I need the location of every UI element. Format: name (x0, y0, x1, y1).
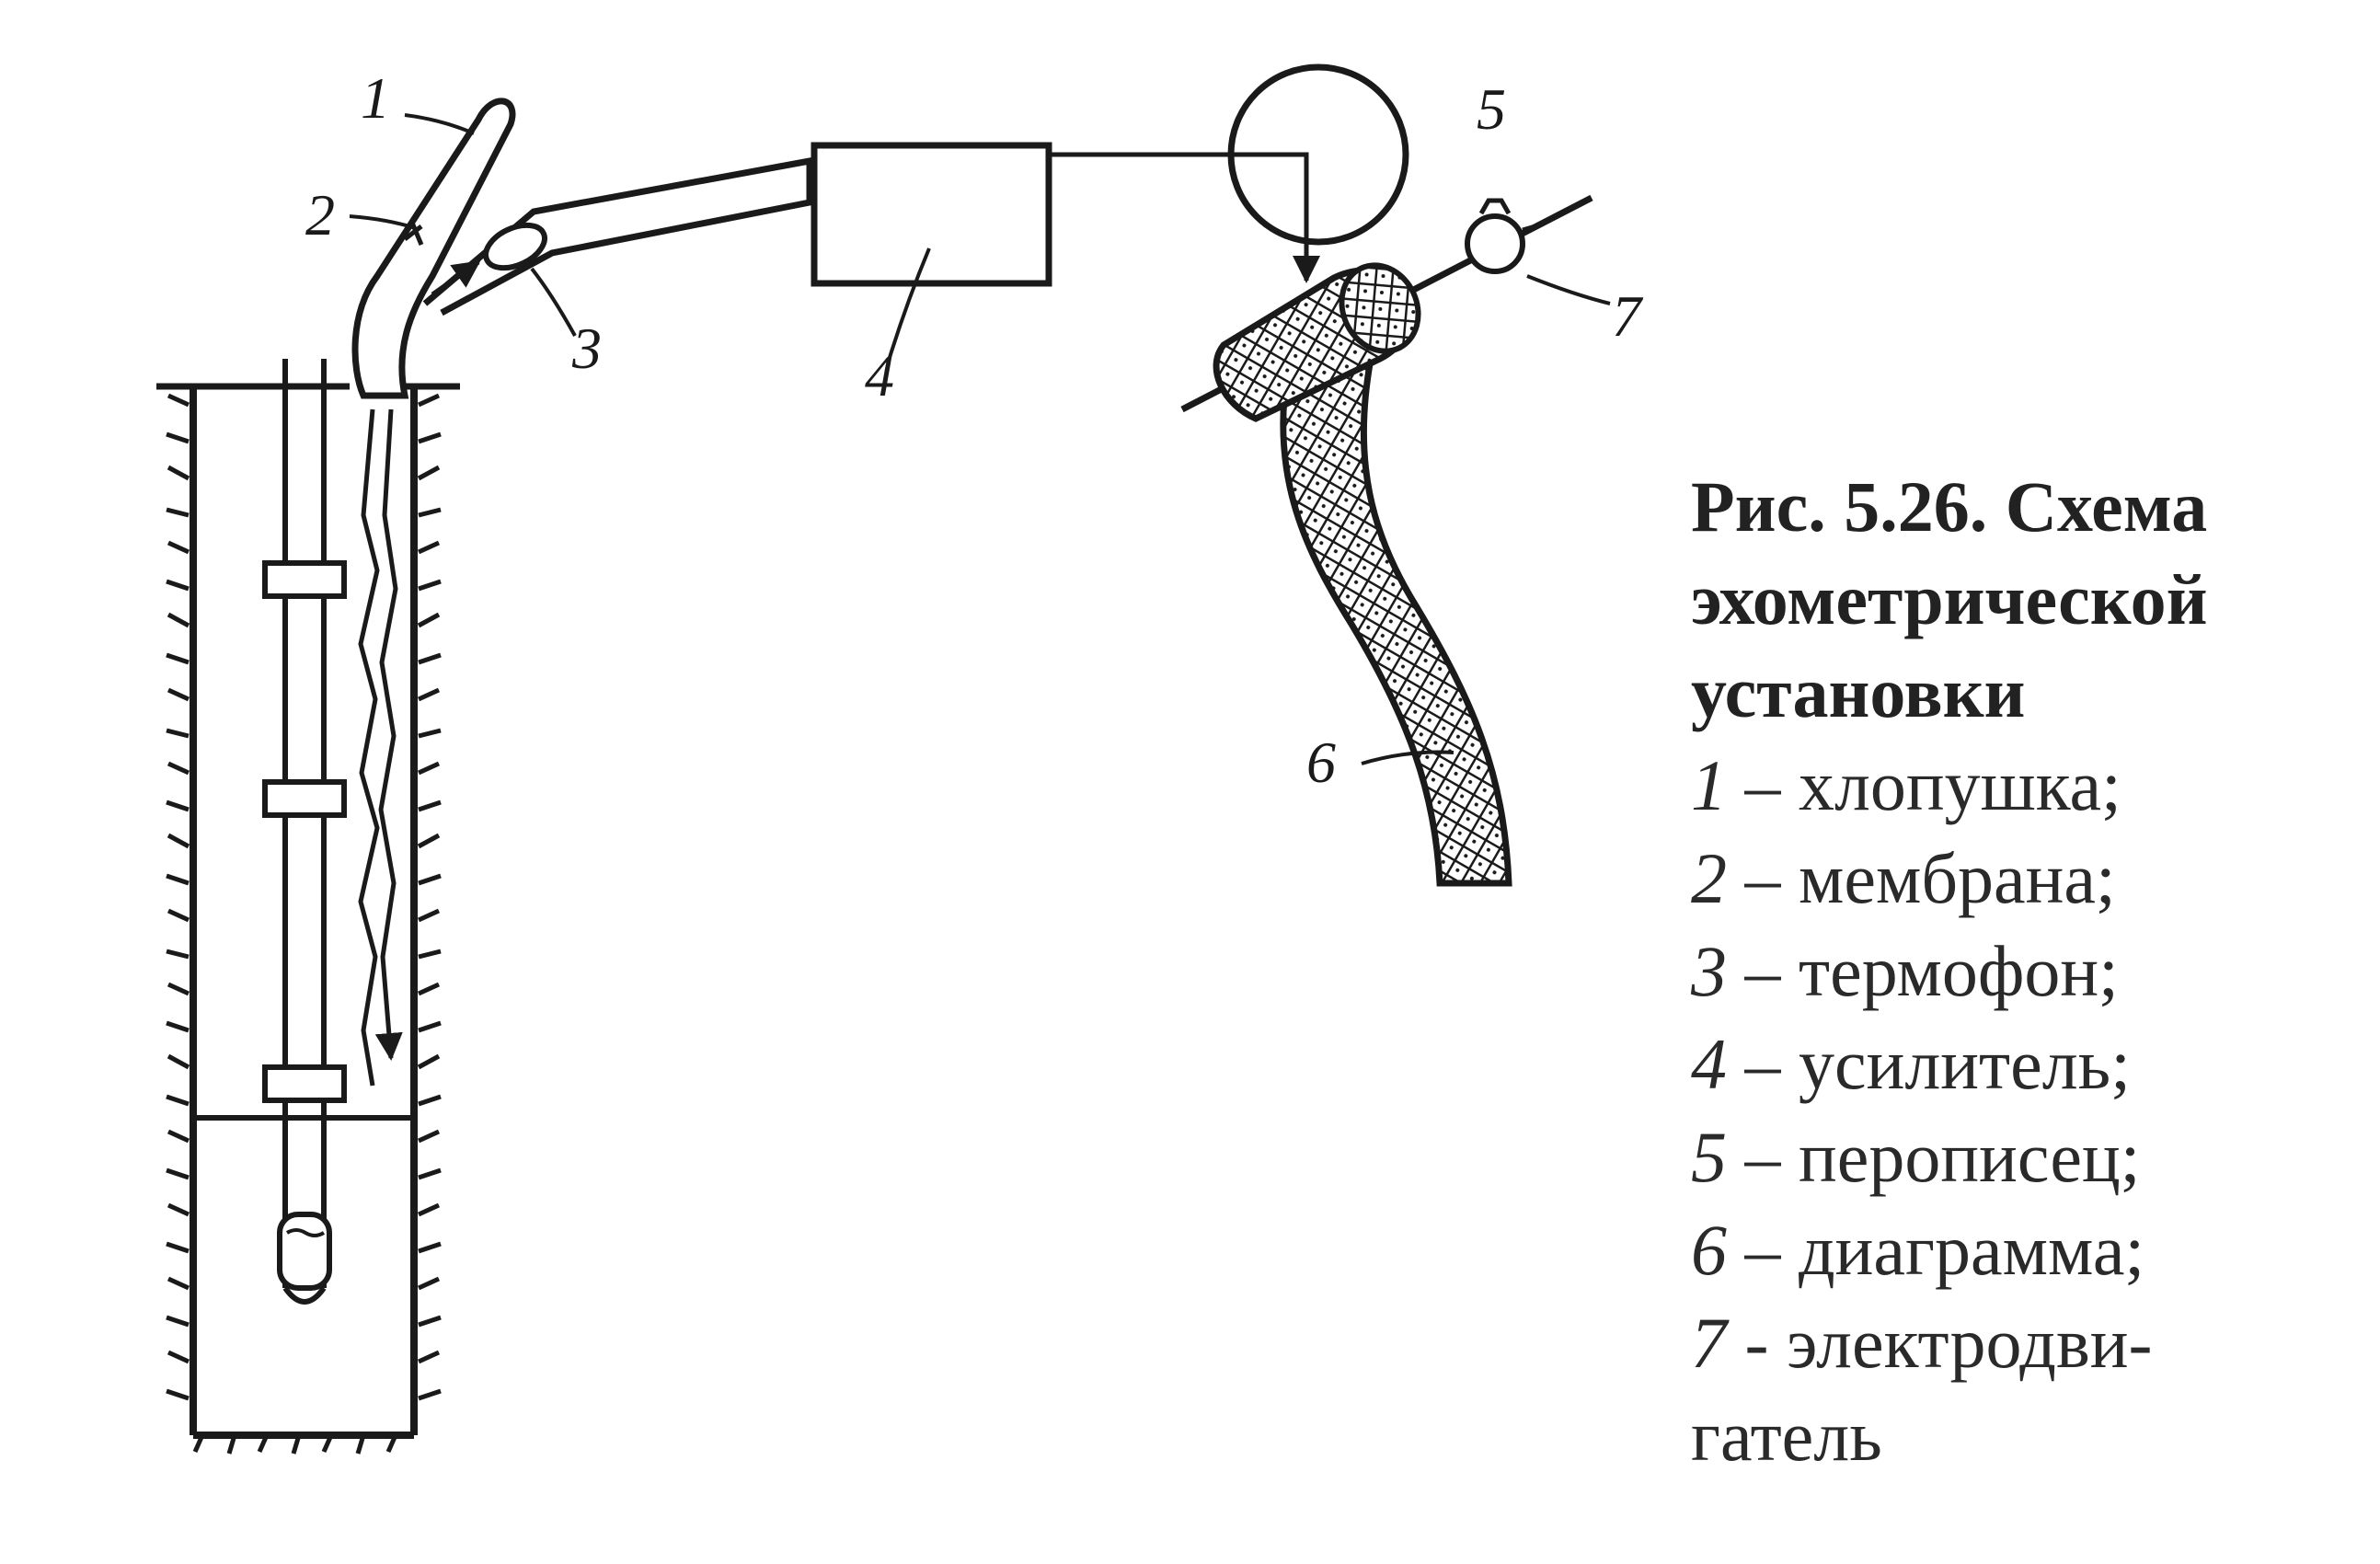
callout-7: 7 (1612, 283, 1644, 349)
leader-6 (1361, 750, 1454, 765)
well (156, 359, 460, 1455)
legend-num: 2 (1691, 838, 1727, 918)
thermophone (483, 222, 547, 271)
amplifier-box (811, 142, 1052, 287)
legend-text: термофон; (1799, 931, 2119, 1011)
legend-num: 4 (1691, 1024, 1727, 1104)
legend-sep: – (1727, 1210, 1799, 1290)
leader-1 (404, 113, 475, 135)
sound-wave-return (374, 408, 403, 1061)
legend-item-2: 2 – мембрана; (1691, 832, 2353, 925)
legend-sep: – (1727, 1024, 1799, 1104)
legend-num: 5 (1691, 1117, 1727, 1197)
legend-item-7-continuation: гатель (1691, 1389, 2353, 1482)
legend-sep: – (1727, 931, 1799, 1011)
roll-drum-end (1339, 262, 1421, 354)
thermophone-arrow (431, 259, 481, 297)
caption-title-line-2: эхометрической (1691, 559, 2208, 639)
legend-text: хлопушка; (1799, 745, 2121, 825)
leader-4 (886, 247, 931, 364)
callout-numbers: 1 2 3 4 5 6 7 (305, 65, 1644, 795)
chart-roll-assembly (1180, 194, 1593, 887)
callout-1: 1 (361, 65, 390, 131)
legend-text: диаграмма; (1799, 1210, 2145, 1290)
pump-body (277, 1212, 332, 1291)
legend-item-3: 3 – термофон; (1691, 925, 2353, 1018)
callout-4: 4 (865, 343, 894, 408)
electronics (811, 63, 1409, 287)
legend-sep: – (1727, 838, 1799, 918)
wellhead-assembly (351, 98, 813, 399)
legend-item-6: 6 – диаграмма; (1691, 1203, 2353, 1296)
legend-num: 3 (1691, 931, 1727, 1011)
coupling-2 (262, 779, 347, 818)
callout-6: 6 (1306, 730, 1336, 795)
diagram-strip (1280, 355, 1512, 887)
pen-recorder (1227, 63, 1409, 246)
leader-3 (530, 267, 577, 337)
legend-text: мембрана; (1799, 838, 2116, 918)
callout-2: 2 (305, 182, 335, 247)
callout-5: 5 (1477, 76, 1506, 142)
legend-item-5: 5 – перописец; (1691, 1110, 2353, 1203)
legend-text: усилитель; (1799, 1024, 2131, 1104)
legend-num: 6 (1691, 1210, 1727, 1290)
legend-text: перописец; (1799, 1117, 2141, 1197)
pump-fluid (285, 1228, 326, 1237)
coupling-1 (262, 560, 347, 599)
legend-text: гатель (1691, 1396, 1882, 1476)
legend-sep: – (1727, 745, 1799, 825)
legend-sep: - (1727, 1303, 1787, 1383)
electric-motor (1465, 213, 1525, 274)
coupling-3 (262, 1064, 347, 1103)
leader-lines (349, 113, 1611, 765)
popper-gun (351, 98, 516, 399)
motor-gear-teeth (1454, 198, 1536, 270)
caption-title-line-1: Рис. 5.26. Схема (1691, 466, 2208, 546)
tubing-bottom (282, 1286, 327, 1305)
legend-num: 1 (1691, 745, 1727, 825)
leader-2 (349, 214, 417, 230)
legend-text: электродви- (1786, 1303, 2153, 1383)
leader-7 (1526, 274, 1611, 305)
legend-item-1: 1 – хлопушка; (1691, 739, 2353, 832)
sound-wave (358, 408, 380, 1087)
soil-hatching-left (166, 393, 190, 1401)
legend-sep: – (1727, 1117, 1799, 1197)
soil-hatching-bottom (192, 1433, 398, 1455)
signal-wire (1049, 152, 1320, 283)
legend-num: 7 (1691, 1303, 1727, 1383)
figure-caption: Рис. 5.26. Схема эхометрической установк… (1691, 460, 2353, 1482)
soil-hatching-right (417, 393, 442, 1401)
callout-3: 3 (571, 316, 602, 381)
legend-item-4: 4 – усилитель; (1691, 1018, 2353, 1110)
legend-item-7: 7 - электродви- (1691, 1296, 2353, 1389)
caption-title-line-3: установки (1691, 652, 2026, 732)
